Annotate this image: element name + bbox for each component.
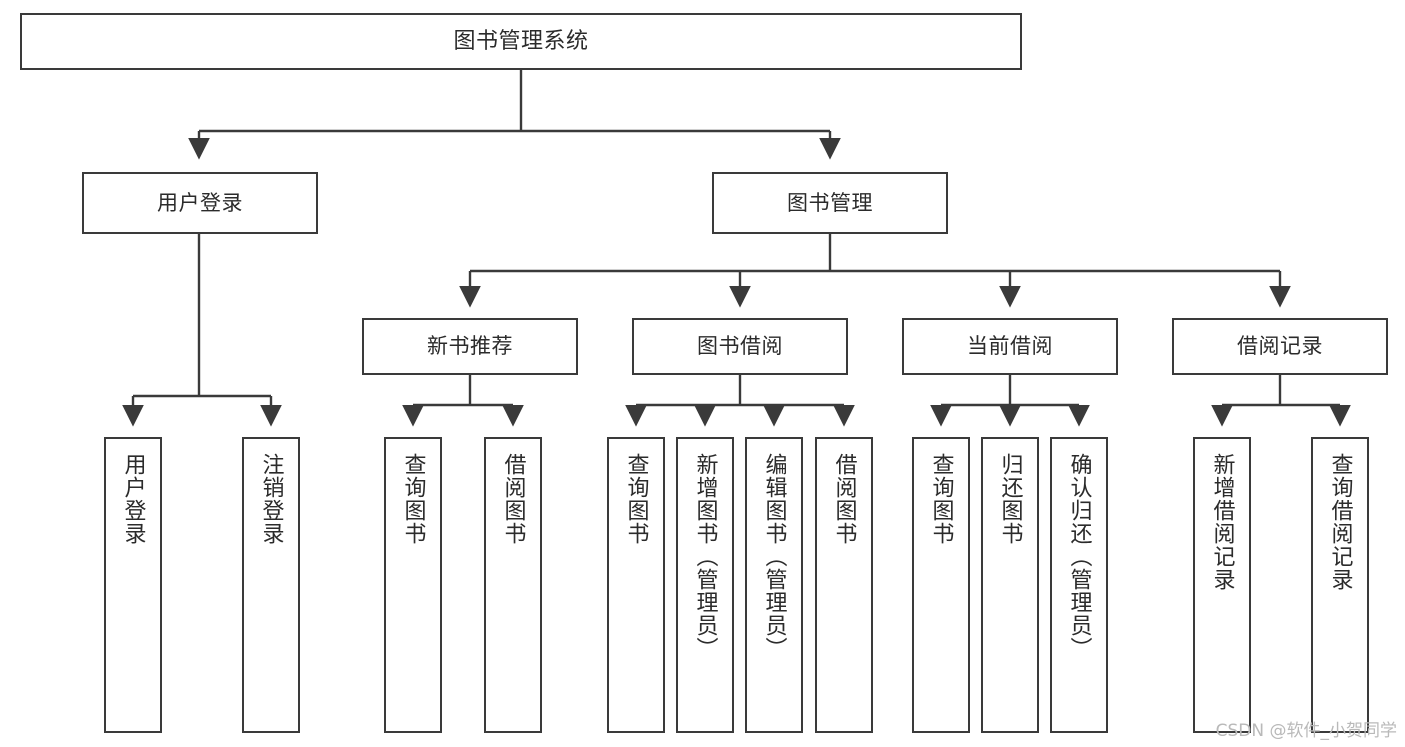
node-current-borrow[interactable]: 当前借阅: [902, 318, 1118, 375]
leaf-user-login-signout-label: 注销登录: [258, 453, 284, 545]
node-borrow-record[interactable]: 借阅记录: [1172, 318, 1388, 375]
node-root-system-label: 图书管理系统: [453, 28, 589, 54]
leaf-borrow-edit-book-label: 编辑图书（管理员）: [761, 453, 787, 660]
leaf-current-confirm-return-label: 确认归还（管理员）: [1066, 453, 1092, 660]
leaf-new-book-borrow-label: 借阅图书: [500, 453, 526, 545]
node-new-book-recommend[interactable]: 新书推荐: [362, 318, 578, 375]
node-book-management[interactable]: 图书管理: [712, 172, 948, 234]
node-root-system[interactable]: 图书管理系统: [20, 13, 1022, 70]
leaf-borrow-add-book[interactable]: 新增图书（管理员）: [676, 437, 734, 733]
node-book-borrow[interactable]: 图书借阅: [632, 318, 848, 375]
leaf-current-return-book[interactable]: 归还图书: [981, 437, 1039, 733]
leaf-current-confirm-return[interactable]: 确认归还（管理员）: [1050, 437, 1108, 733]
node-borrow-record-label: 借阅记录: [1237, 334, 1323, 359]
leaf-new-book-query-label: 查询图书: [400, 453, 426, 545]
leaf-current-return-book-label: 归还图书: [997, 453, 1023, 545]
leaf-record-query[interactable]: 查询借阅记录: [1311, 437, 1369, 733]
node-book-borrow-label: 图书借阅: [697, 334, 783, 359]
leaf-user-login-signin[interactable]: 用户登录: [104, 437, 162, 733]
node-new-book-recommend-label: 新书推荐: [427, 334, 513, 359]
csdn-watermark: CSDN @软件_小贺同学: [1215, 721, 1397, 741]
node-user-login-label: 用户登录: [157, 190, 243, 215]
leaf-current-query-book-label: 查询图书: [928, 453, 954, 545]
leaf-new-book-borrow[interactable]: 借阅图书: [484, 437, 542, 733]
leaf-user-login-signout[interactable]: 注销登录: [242, 437, 300, 733]
leaf-record-query-label: 查询借阅记录: [1327, 453, 1353, 591]
leaf-current-query-book[interactable]: 查询图书: [912, 437, 970, 733]
leaf-record-add-label: 新增借阅记录: [1209, 453, 1235, 591]
leaf-new-book-query[interactable]: 查询图书: [384, 437, 442, 733]
leaf-borrow-query-book[interactable]: 查询图书: [607, 437, 665, 733]
leaf-borrow-borrow-book-label: 借阅图书: [831, 453, 857, 545]
leaf-user-login-signin-label: 用户登录: [120, 453, 146, 545]
leaf-record-add[interactable]: 新增借阅记录: [1193, 437, 1251, 733]
node-book-management-label: 图书管理: [787, 190, 873, 215]
node-user-login[interactable]: 用户登录: [82, 172, 318, 234]
leaf-borrow-borrow-book[interactable]: 借阅图书: [815, 437, 873, 733]
node-current-borrow-label: 当前借阅: [967, 334, 1053, 359]
leaf-borrow-query-book-label: 查询图书: [623, 453, 649, 545]
leaf-borrow-edit-book[interactable]: 编辑图书（管理员）: [745, 437, 803, 733]
leaf-borrow-add-book-label: 新增图书（管理员）: [692, 453, 718, 660]
